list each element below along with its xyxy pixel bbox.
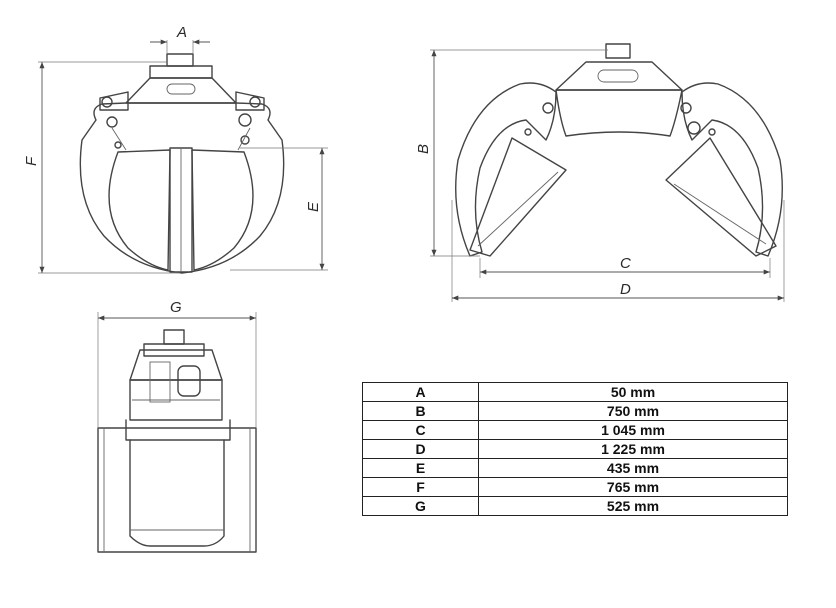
- right-jaw-blade: [665, 137, 777, 257]
- dimension-label-b: B: [415, 144, 432, 154]
- side-frame: [129, 379, 223, 421]
- right-jaw: [191, 149, 254, 271]
- dimension-g: G: [97, 299, 257, 428]
- table-row: E 435 mm: [362, 458, 788, 478]
- table-row: B 750 mm: [362, 401, 788, 421]
- dimension-key: F: [362, 477, 479, 497]
- dimension-key: D: [362, 439, 479, 459]
- dimension-label-g: G: [170, 299, 182, 316]
- side-view-grab: [97, 329, 257, 553]
- dimension-e: E: [230, 147, 328, 271]
- dimension-label-f: F: [23, 156, 40, 166]
- dimension-value: 1 045 mm: [478, 420, 788, 440]
- dimension-key: E: [362, 458, 479, 478]
- top-body-slot: [166, 83, 196, 95]
- dimension-label-c: C: [620, 255, 631, 272]
- dimension-f: F: [23, 61, 180, 274]
- right-ear: [235, 91, 265, 111]
- dimension-b: B: [415, 49, 608, 257]
- side-shell: [97, 427, 257, 553]
- rotator-stub: [166, 53, 194, 67]
- dimension-value: 750 mm: [478, 401, 788, 421]
- dimension-c: C: [479, 255, 771, 278]
- left-jaw-blade: [469, 137, 567, 257]
- dimension-value: 765 mm: [478, 477, 788, 497]
- dimension-a: A: [150, 24, 210, 54]
- dimension-key: A: [362, 382, 479, 402]
- left-arm-open: [455, 82, 557, 257]
- table-row: F 765 mm: [362, 477, 788, 497]
- dimension-table: A 50 mm B 750 mm C 1 045 mm D 1 225 mm E…: [362, 382, 788, 516]
- dimension-value: 1 225 mm: [478, 439, 788, 459]
- dimension-value: 435 mm: [478, 458, 788, 478]
- table-row: A 50 mm: [362, 382, 788, 402]
- left-jaw: [108, 149, 171, 271]
- table-row: D 1 225 mm: [362, 439, 788, 459]
- table-row: C 1 045 mm: [362, 420, 788, 440]
- top-body: [125, 77, 237, 104]
- dimension-label-e: E: [305, 201, 322, 212]
- dimension-key: C: [362, 420, 479, 440]
- rotator-stub-open: [605, 43, 631, 59]
- open-view-grab: [455, 43, 783, 257]
- top-body-open: [555, 61, 683, 91]
- table-row: G 525 mm: [362, 496, 788, 516]
- dimension-value: 525 mm: [478, 496, 788, 516]
- dimension-label-a: A: [176, 24, 187, 41]
- dimension-label-d: D: [620, 281, 631, 298]
- dimension-d: D: [451, 200, 785, 302]
- dimension-value: 50 mm: [478, 382, 788, 402]
- rotator-flange: [149, 65, 213, 79]
- left-ear: [99, 91, 129, 111]
- front-body: [79, 102, 285, 274]
- central-body-open: [555, 89, 683, 137]
- front-view-closed-grab: [79, 53, 285, 274]
- right-arm-open: [681, 82, 783, 257]
- dimension-key: G: [362, 496, 479, 516]
- dimension-key: B: [362, 401, 479, 421]
